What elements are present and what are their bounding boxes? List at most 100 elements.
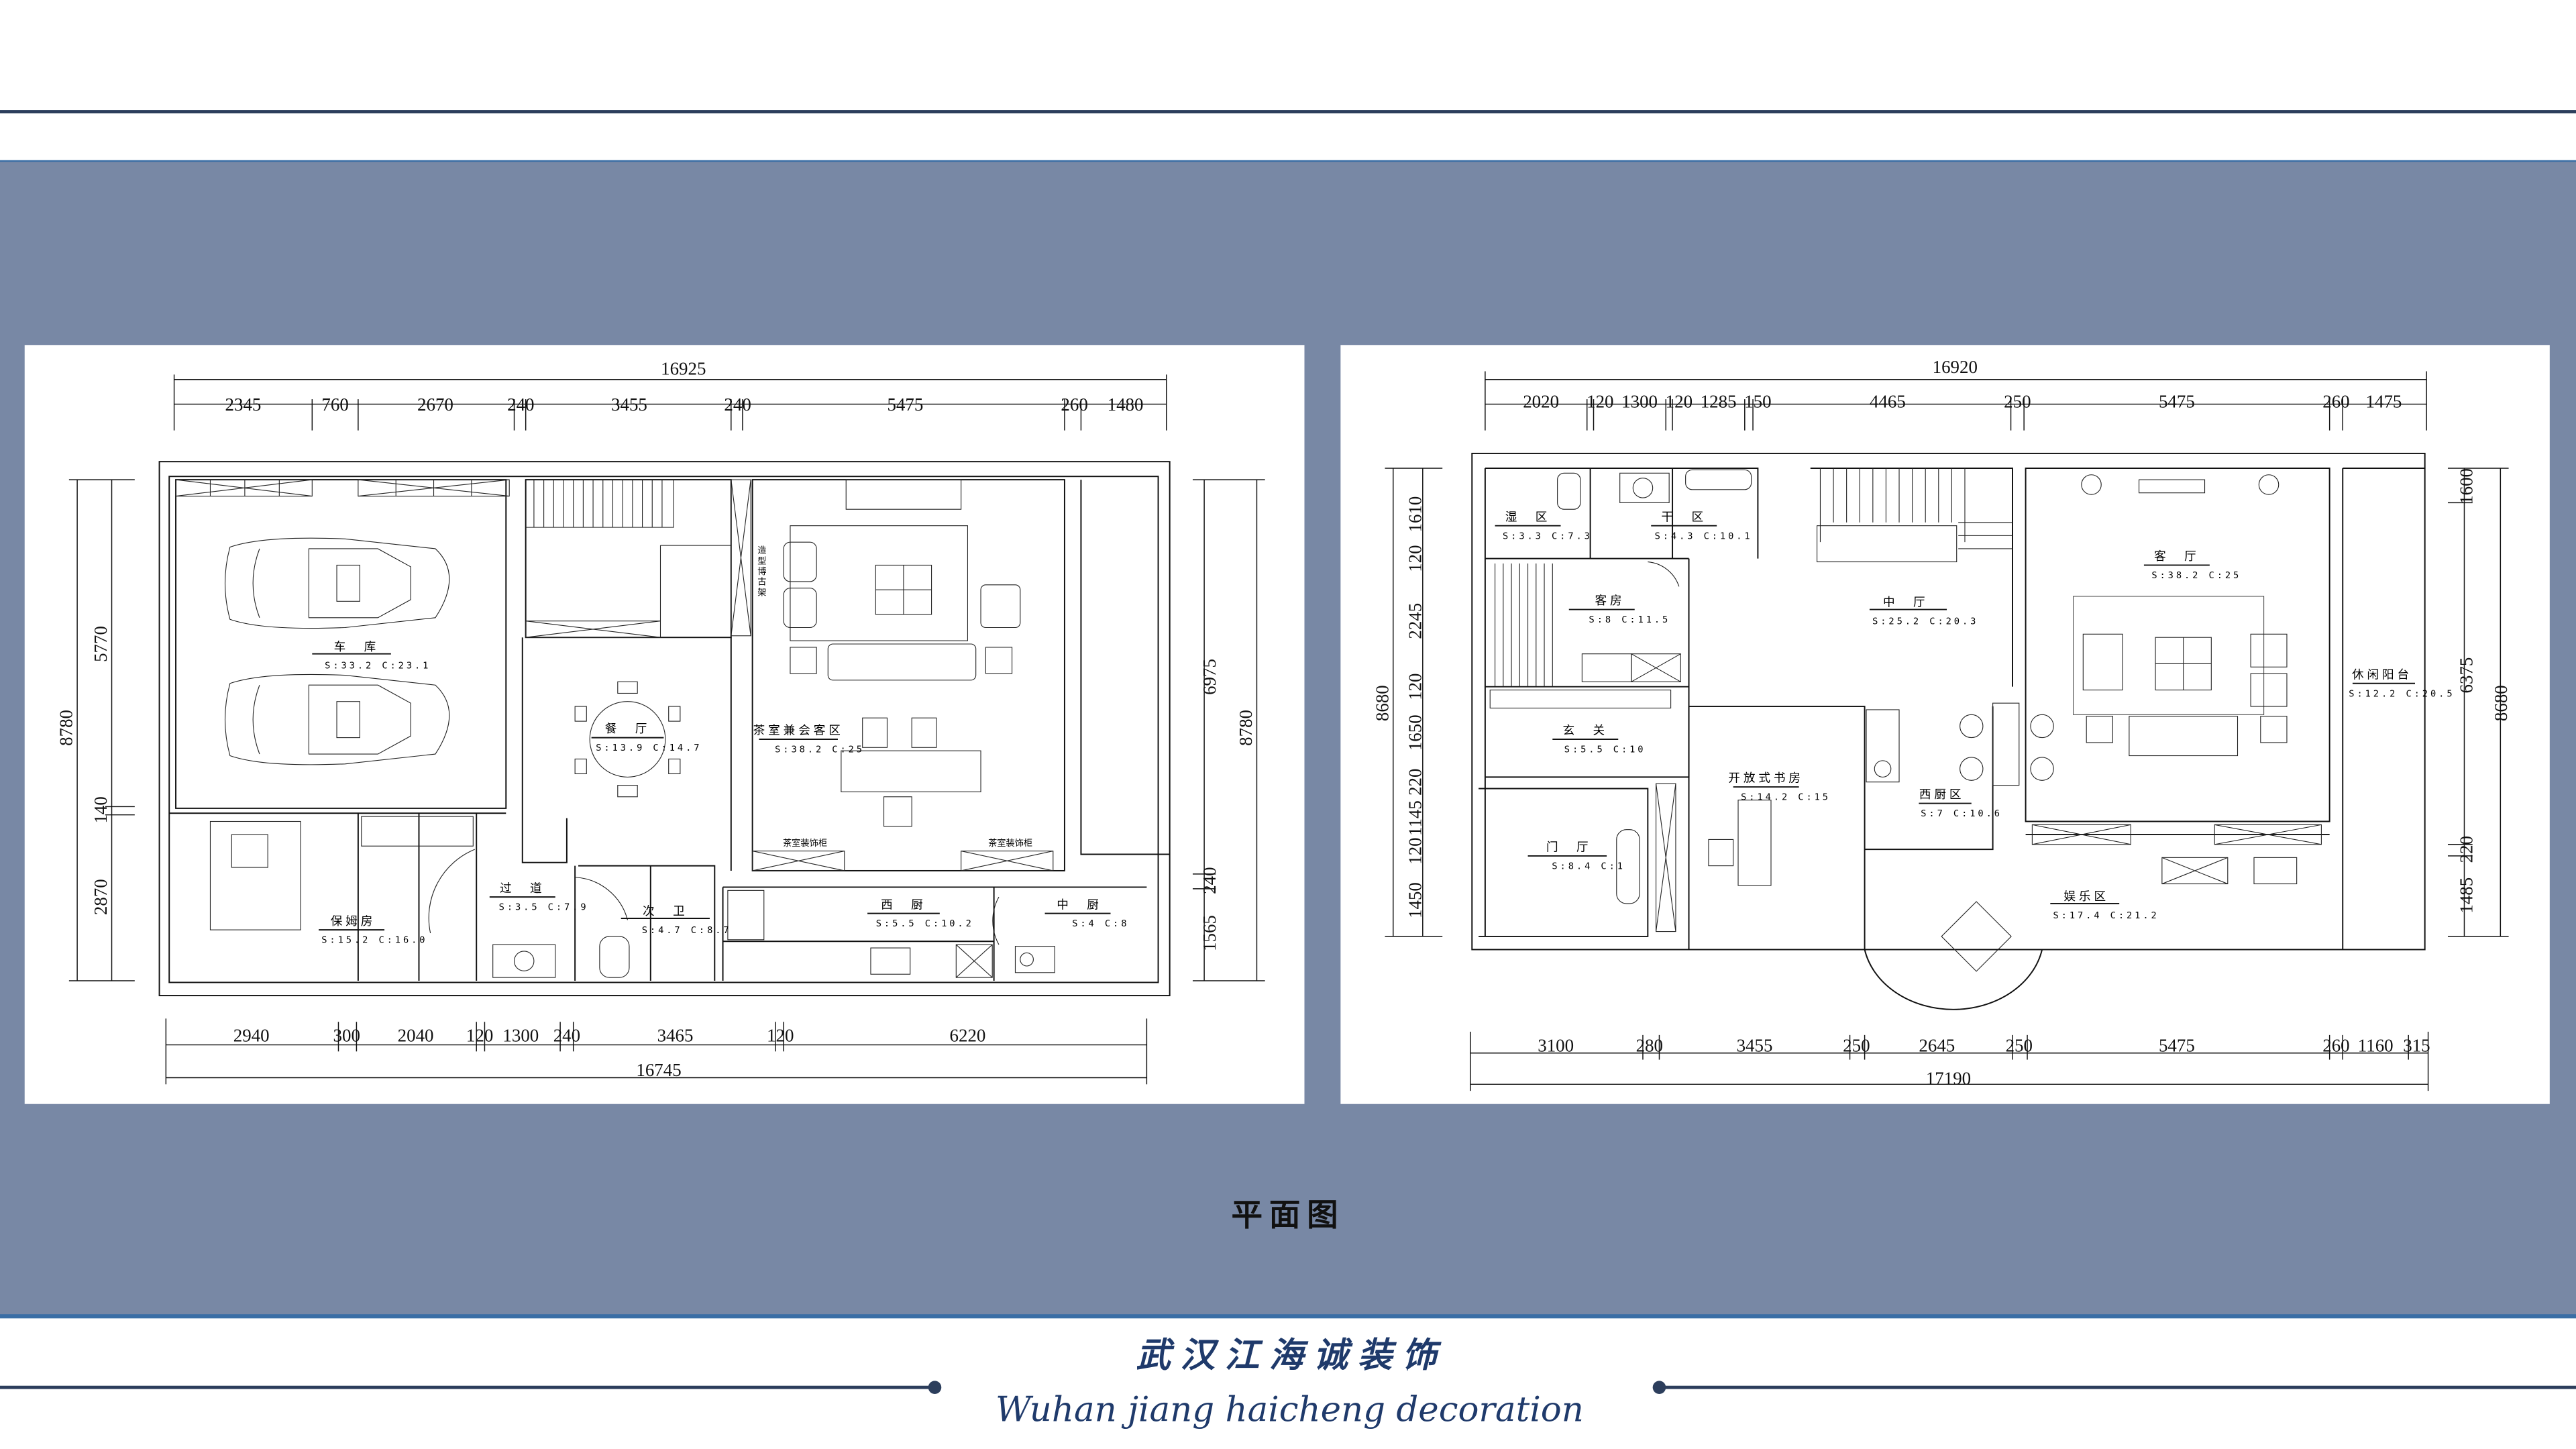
left-dimension: 120: [1405, 545, 1425, 572]
room-name: 车 库: [334, 640, 380, 654]
top-dimension: 1475: [2366, 391, 2402, 411]
room-name: 开放式书房: [1728, 771, 1804, 786]
room-name: 中 厅: [1883, 596, 1929, 610]
top-dimension: 2020: [1523, 391, 1559, 411]
top-dimension: 5475: [887, 394, 923, 415]
room-name: 客房: [1595, 594, 1625, 608]
left-dimension: 2870: [91, 879, 111, 915]
room-name: 中 厨: [1057, 898, 1102, 912]
left-total-dimension: 8680: [1372, 685, 1392, 721]
right-plan-sheet: [1340, 345, 2550, 1104]
top-dimension: 760: [321, 394, 348, 415]
bottom-dimension: 3465: [657, 1026, 694, 1046]
room-area: S:3.3 C:7.3: [1503, 531, 1593, 541]
top-dimension: 1285: [1701, 391, 1737, 411]
room-area: S:13.9 C:14.7: [596, 743, 702, 753]
room-area: S:25.2 C:20.3: [1872, 616, 1978, 627]
bottom-dimension: 120: [466, 1026, 493, 1046]
right-dimension: 6975: [1199, 659, 1220, 695]
top-dimension: 5475: [2159, 391, 2195, 411]
bottom-dimension: 1160: [2358, 1035, 2394, 1055]
room-name: 娱乐区: [2063, 890, 2109, 904]
right-dimension: 6375: [2457, 657, 2477, 694]
right-dimension: 1565: [1199, 915, 1220, 951]
left-dimension: 1145: [1405, 800, 1425, 836]
panel-bottom-rule: [0, 1314, 2576, 1319]
room-area: S:4.7 C:8.7: [642, 925, 732, 936]
room-area: S:17.4 C:21.2: [2053, 910, 2159, 921]
left-dimension: 2245: [1405, 603, 1425, 639]
panel-top-rule: [0, 160, 2576, 162]
bottom-dimension: 250: [1843, 1035, 1870, 1055]
bottom-dimension: 260: [2322, 1035, 2349, 1055]
left-dimension: 1650: [1405, 714, 1425, 751]
footer-rule-left: [0, 1385, 934, 1389]
top-dimension: 2670: [417, 394, 453, 415]
bottom-dimension: 6220: [950, 1026, 986, 1046]
right-dimension: 220: [2457, 836, 2477, 863]
bottom-dimension: 280: [1636, 1035, 1663, 1055]
bottom-dimension: 120: [767, 1026, 794, 1046]
left-dimension: 120: [1405, 673, 1425, 700]
room-area: S:4 C:8: [1072, 918, 1129, 929]
footer-rule-right-dot: [1652, 1381, 1666, 1394]
overall-bottom-dimension: 16745: [636, 1060, 681, 1080]
top-dimension: 1300: [1621, 391, 1658, 411]
top-dimension: 260: [2322, 391, 2349, 411]
bottom-dimension: 250: [2006, 1035, 2033, 1055]
bottom-dimension: 1300: [502, 1026, 539, 1046]
room-name: 餐 厅: [605, 722, 651, 736]
tea-cabinet-label: 茶室装饰柜: [988, 837, 1032, 849]
room-name: 次 卫: [643, 904, 688, 918]
top-dimension: 1480: [1108, 394, 1144, 415]
display-shelf-label: 造型博古架: [755, 545, 766, 598]
left-dimension: 140: [91, 796, 111, 823]
brand-name-english: Wuhan jiang haicheng decoration: [996, 1389, 1584, 1430]
room-name: 玄 关: [1562, 724, 1608, 738]
top-dimension: 150: [1744, 391, 1771, 411]
right-dimension: 240: [1199, 867, 1220, 894]
top-dimension: 120: [1587, 391, 1613, 411]
top-dimension: 260: [1061, 394, 1087, 415]
bottom-dimension: 240: [553, 1026, 580, 1046]
room-name: 过 道: [500, 881, 545, 896]
room-area: S:8.4 C:1: [1552, 861, 1625, 872]
left-total-dimension: 8780: [56, 710, 76, 746]
room-name: 西厨区: [1919, 788, 1965, 802]
room-area: S:33.2 C:23.1: [325, 661, 431, 672]
bottom-dimension: 2940: [233, 1026, 270, 1046]
top-dimension: 240: [724, 394, 751, 415]
footer-rule-left-dot: [928, 1381, 942, 1394]
overall-top-dimension: 16925: [661, 358, 706, 378]
room-area: S:12.2 C:20.5: [2349, 688, 2455, 699]
room-name: 湿 区: [1505, 510, 1551, 524]
room-area: S:3.5 C:7.9: [499, 902, 589, 913]
bottom-dimension: 2645: [1919, 1035, 1955, 1055]
bottom-dimension: 300: [333, 1026, 360, 1046]
room-area: S:15.2 C:16.0: [321, 935, 427, 946]
left-dimension: 220: [1405, 769, 1425, 796]
room-area: S:5.5 C:10.2: [876, 918, 974, 929]
overall-top-dimension: 16920: [1933, 357, 1978, 377]
tea-cabinet-label: 茶室装饰柜: [783, 837, 827, 849]
room-area: S:7 C:10.6: [1921, 808, 2002, 819]
slide-title: 平面图: [1232, 1196, 1345, 1233]
bottom-dimension: 2040: [398, 1026, 434, 1046]
room-area: S:5.5 C:10: [1564, 745, 1646, 755]
top-dimension: 4465: [1870, 391, 1906, 411]
room-area: S:8 C:11.5: [1589, 614, 1671, 625]
room-area: S:38.2 C:25: [2151, 570, 2241, 581]
right-dimension: 1485: [2457, 877, 2477, 914]
left-dimension: 1450: [1405, 882, 1425, 918]
room-name: 休闲阳台: [2352, 667, 2412, 682]
right-total-dimension: 8780: [1236, 710, 1256, 746]
room-name: 西 厨: [881, 898, 926, 912]
overall-bottom-dimension: 17190: [1926, 1068, 1971, 1088]
room-name: 门 厅: [1546, 841, 1592, 855]
left-plan-sheet: [24, 345, 1305, 1104]
right-total-dimension: 8680: [2491, 685, 2511, 721]
room-area: S:38.2 C:25: [775, 745, 865, 755]
bottom-dimension: 3100: [1538, 1035, 1574, 1055]
bottom-dimension: 5475: [2159, 1035, 2195, 1055]
